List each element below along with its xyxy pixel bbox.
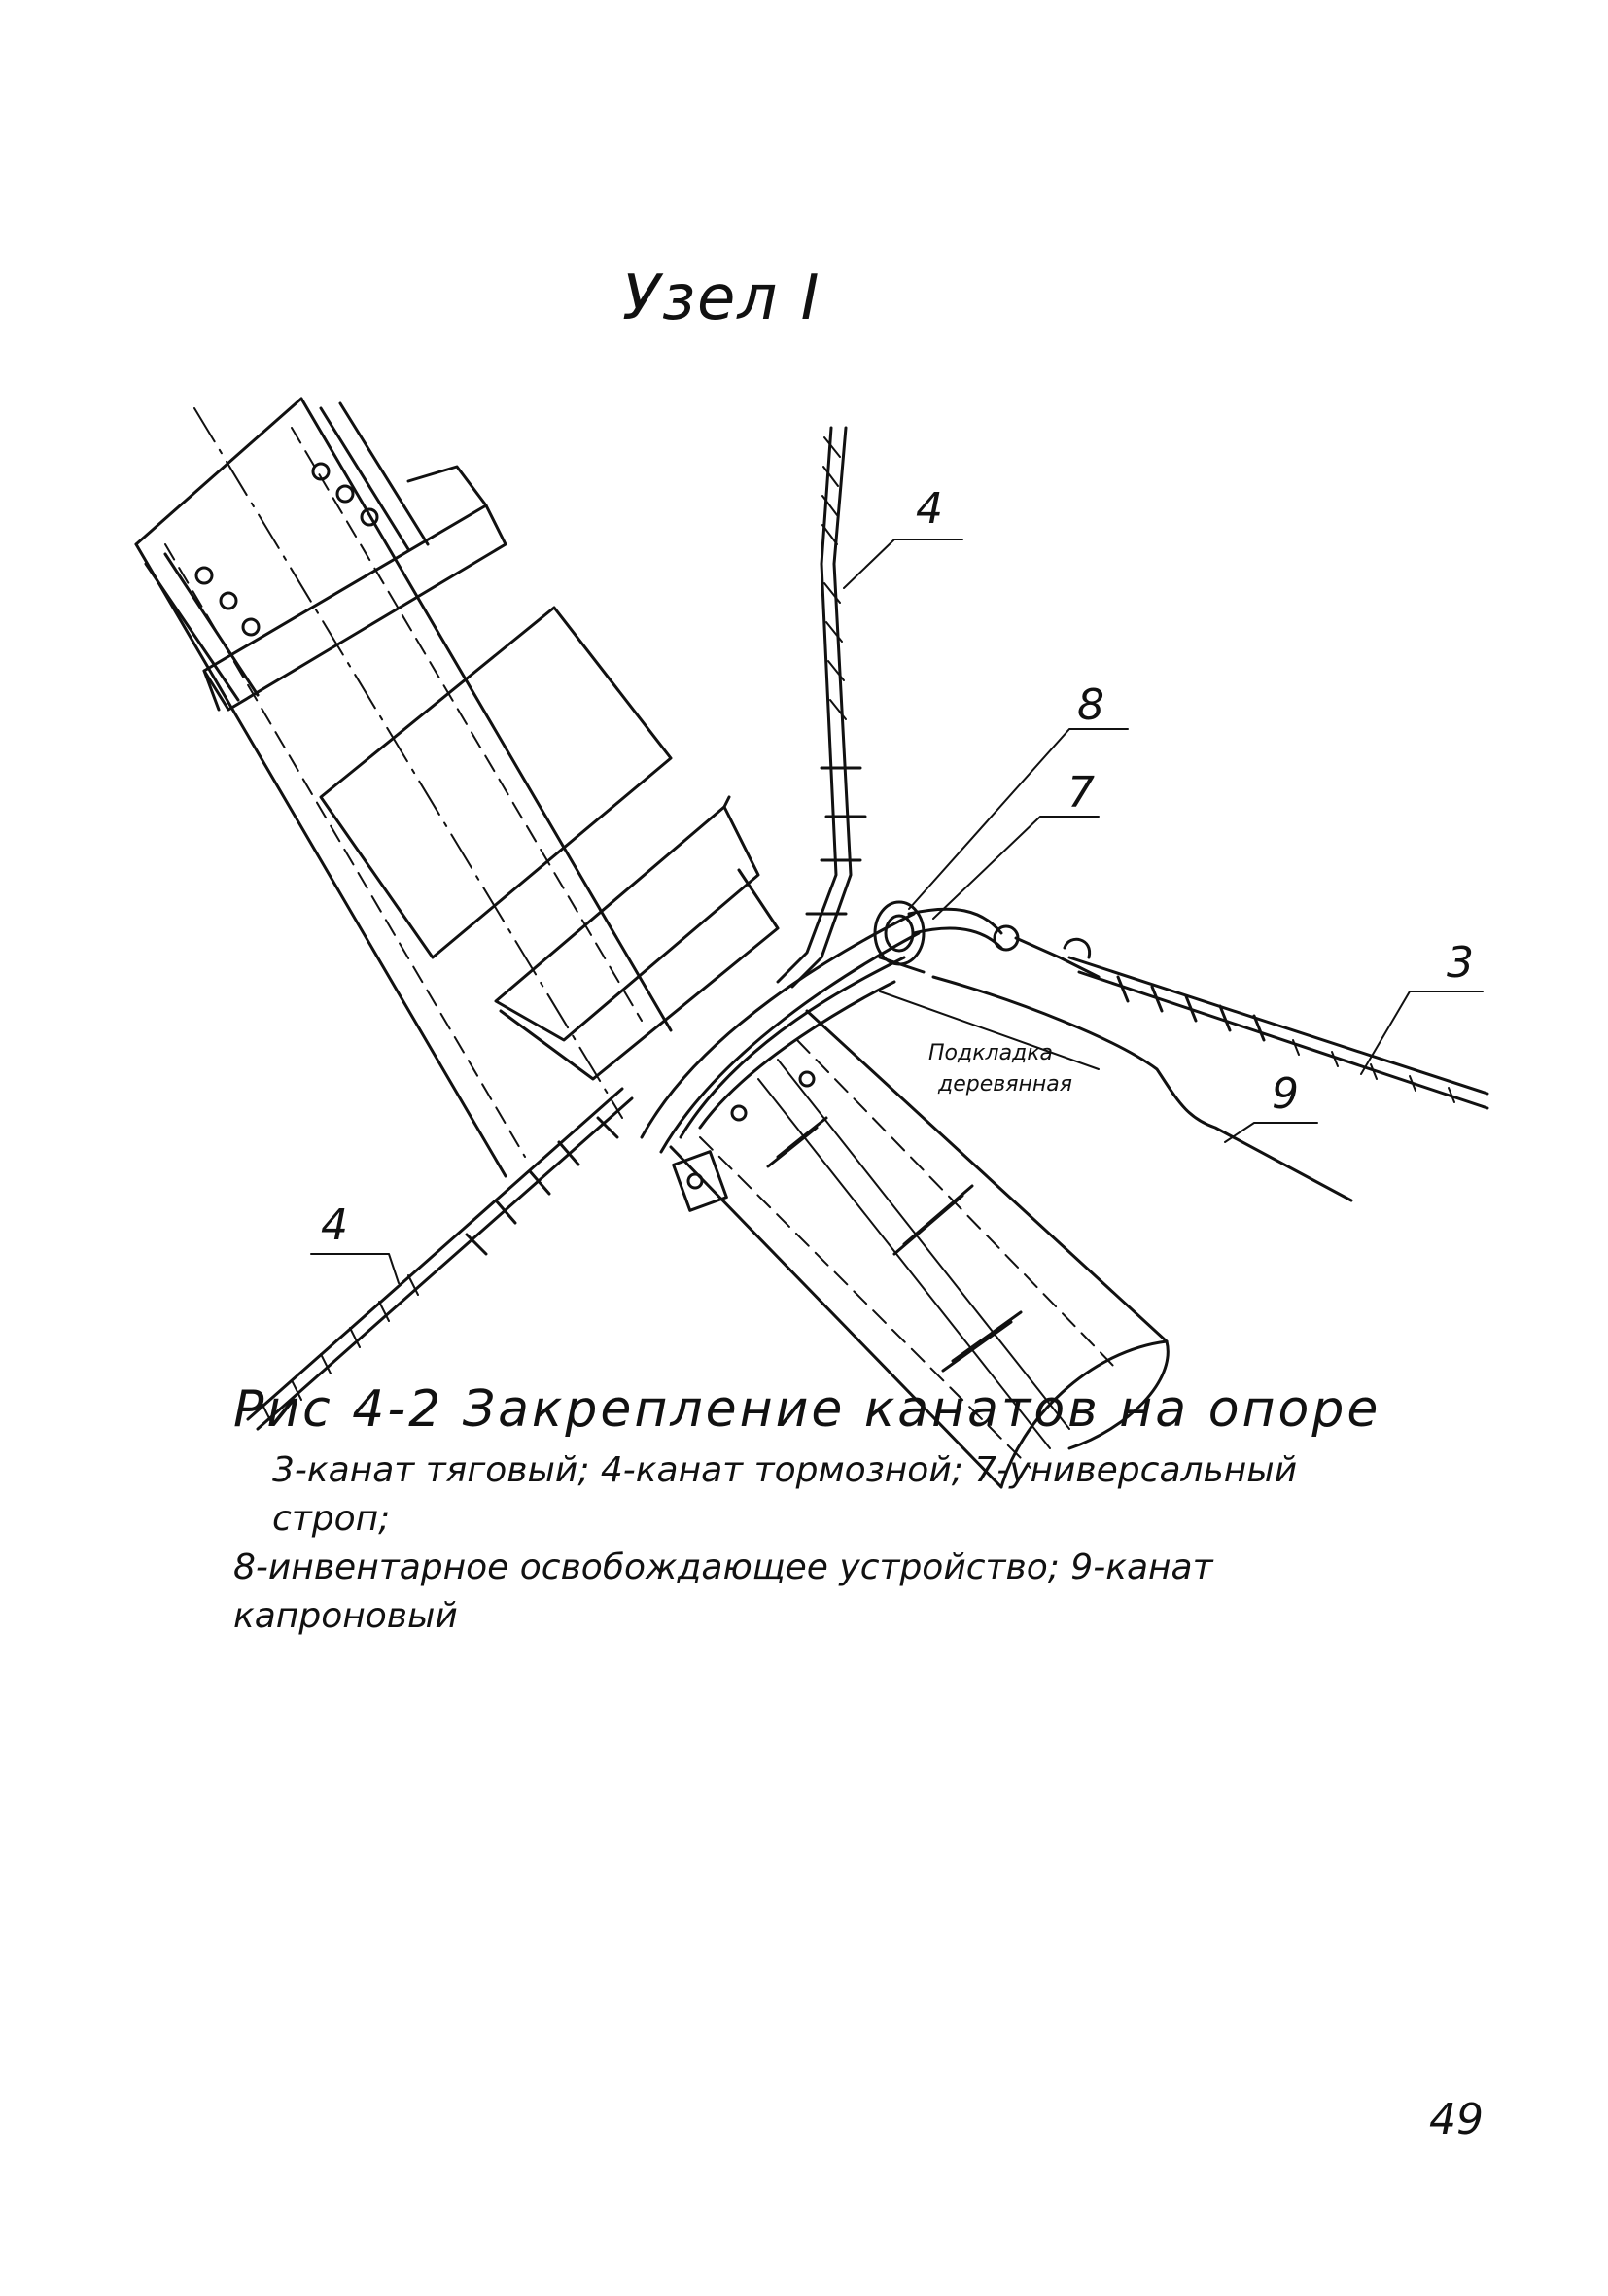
callout-8: 8 <box>1077 680 1104 730</box>
callout-4-top: 4 <box>916 484 943 534</box>
page-number: 49 <box>1429 2095 1484 2144</box>
callout-3: 3 <box>1447 938 1474 988</box>
wood-pad-note-line1: Подкладка <box>928 1041 1053 1065</box>
legend-line: капроновый <box>233 1596 458 1636</box>
node-title: Узел I <box>622 262 821 334</box>
pole-upper <box>134 397 780 1178</box>
wood-pad-note-line2: деревянная <box>937 1072 1072 1096</box>
sling-7-wrap <box>640 907 1020 1154</box>
pole-lower <box>669 1009 1170 1489</box>
device-8 <box>873 900 926 974</box>
callout-9: 9 <box>1272 1069 1299 1119</box>
rope-3 <box>1014 936 1489 1110</box>
rope-9 <box>931 975 1353 1202</box>
figure-caption: Рис 4-2 Закрепление канатов на опоре 3-к… <box>233 1380 1400 1641</box>
callout-7: 7 <box>1067 768 1095 818</box>
legend-line: 8-инвентарное освобождающее устройство; … <box>233 1548 1213 1587</box>
rope-4-top <box>776 426 867 989</box>
legend-line: 3-канат тяговый; 4-канат тормозной; 7-ун… <box>272 1450 1298 1539</box>
callout-4-bottom: 4 <box>321 1200 348 1250</box>
rope-4-bottom <box>246 1087 634 1431</box>
caption-title: Рис 4-2 Закрепление канатов на опоре <box>233 1380 1381 1439</box>
